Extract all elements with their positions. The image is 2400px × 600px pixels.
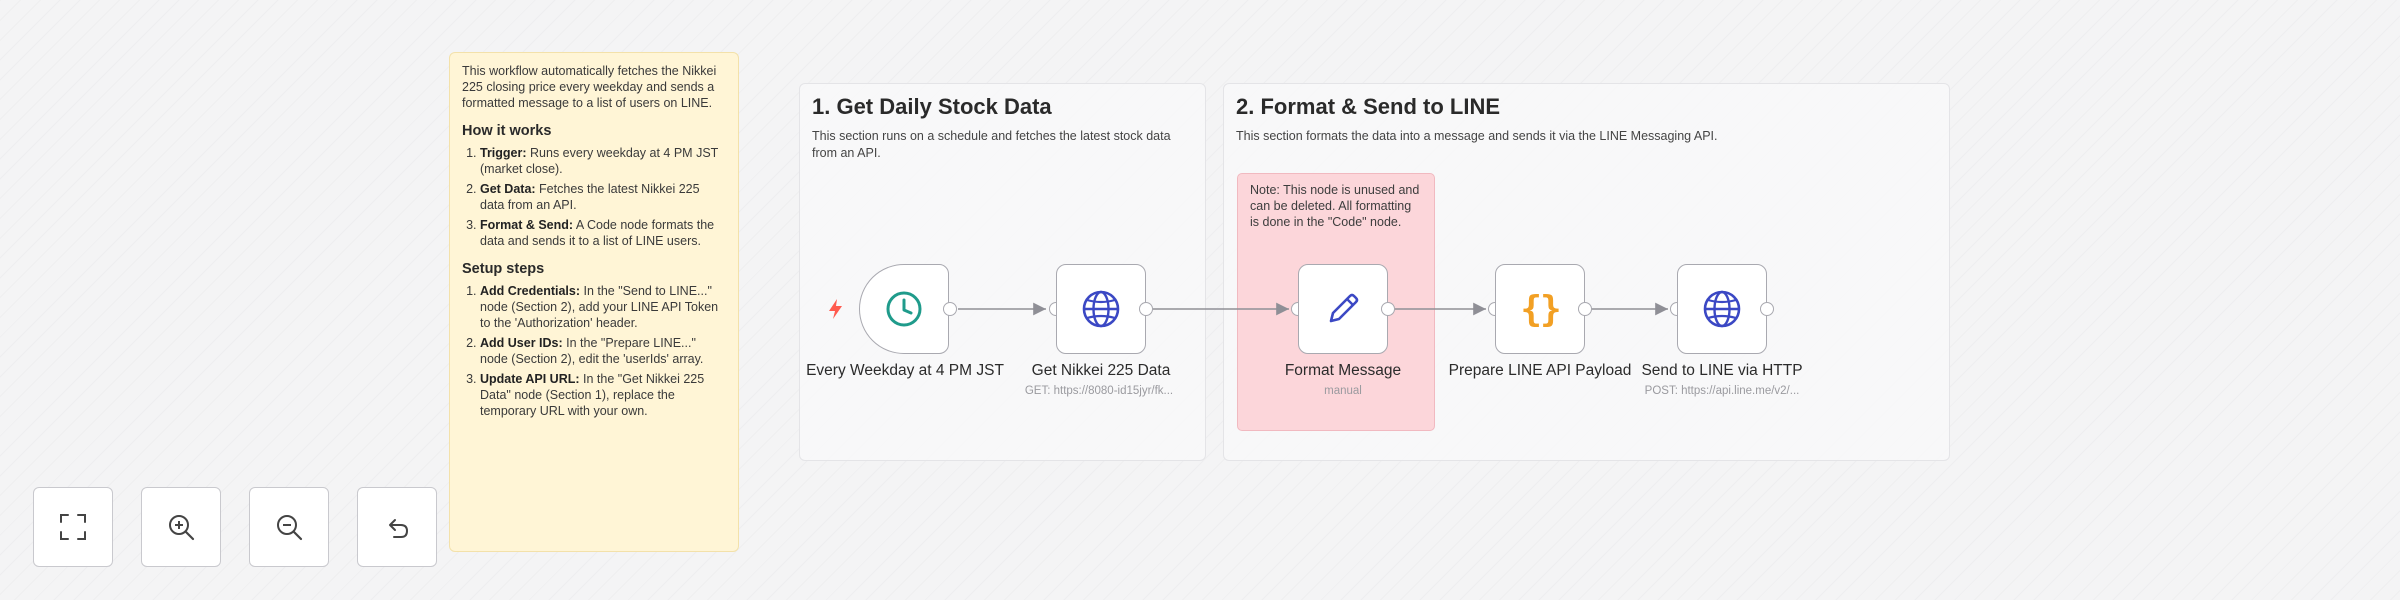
section-title: 1. Get Daily Stock Data — [812, 94, 1052, 119]
setup-step: Add Credentials: In the "Send to LINE...… — [480, 283, 726, 331]
output-port[interactable] — [1760, 302, 1774, 316]
output-port[interactable] — [1139, 302, 1153, 316]
how-step-text: Runs every weekday at 4 PM JST (market c… — [480, 146, 719, 176]
sticky-note-text: Note: This node is unused and can be del… — [1250, 183, 1420, 229]
section-description: This section formats the data into a mes… — [1236, 129, 1718, 143]
sticky-intro: This workflow automatically fetches the … — [462, 64, 717, 110]
node-label: Send to LINE via HTTP — [1641, 362, 1803, 379]
output-port[interactable] — [1578, 302, 1592, 316]
node-label: Prepare LINE API Payload — [1448, 362, 1632, 379]
node-subtitle: POST: https://api.line.me/v2/... — [1644, 385, 1800, 397]
pencil-icon — [1329, 293, 1359, 323]
code-braces-icon: {} — [1520, 288, 1561, 330]
node-label: Format Message — [1284, 362, 1402, 379]
how-step-text: A Code node formats the data and sends i… — [480, 218, 715, 248]
globe-icon — [1082, 290, 1120, 328]
how-it-works-list: Trigger: Runs every weekday at 4 PM JST … — [462, 145, 726, 249]
node-format-message[interactable] — [1298, 264, 1388, 354]
output-port[interactable] — [1381, 302, 1395, 316]
node-every-weekday-trigger[interactable] — [859, 264, 949, 354]
node-send-to-line[interactable] — [1677, 264, 1767, 354]
section-title: 2. Format & Send to LINE — [1236, 94, 1501, 119]
fit-view-icon — [60, 514, 86, 540]
clock-icon — [886, 291, 922, 327]
node-prepare-line-payload[interactable]: {} — [1495, 264, 1585, 354]
globe-icon — [1703, 290, 1741, 328]
section-description: This section runs on a schedule and fetc… — [812, 129, 1171, 160]
node-label: Get Nikkei 225 Data — [1031, 362, 1171, 379]
how-step: Get Data: Fetches the latest Nikkei 225 … — [480, 181, 726, 213]
node-label: Every Weekday at 4 PM JST — [806, 362, 1004, 379]
how-step: Trigger: Runs every weekday at 4 PM JST … — [480, 145, 726, 177]
how-step-bold: Format & Send: — [480, 218, 574, 232]
zoom-in-button[interactable] — [141, 487, 221, 567]
setup-step-bold: Update API URL: — [480, 372, 580, 386]
setup-step-bold: Add Credentials: — [480, 284, 581, 298]
node-get-nikkei-data[interactable] — [1056, 264, 1146, 354]
setup-step: Add User IDs: In the "Prepare LINE..." n… — [480, 335, 726, 367]
setup-step-text: In the "Prepare LINE..." node (Section 2… — [480, 336, 704, 366]
setup-step-bold: Add User IDs: — [480, 336, 563, 350]
how-it-works-heading: How it works — [462, 123, 552, 139]
node-subtitle: GET: https://8080-id15jyr/fk... — [1024, 385, 1174, 397]
reset-zoom-icon — [389, 519, 409, 538]
output-port[interactable] — [943, 302, 957, 316]
how-step-bold: Get Data: — [480, 182, 536, 196]
how-step-text: Fetches the latest Nikkei 225 data from … — [480, 182, 700, 212]
fit-view-button[interactable] — [33, 487, 113, 567]
zoom-in-icon — [169, 515, 195, 541]
setup-steps-list: Add Credentials: In the "Send to LINE...… — [462, 283, 726, 419]
how-step: Format & Send: A Code node formats the d… — [480, 217, 726, 249]
how-step-bold: Trigger: — [480, 146, 527, 160]
zoom-out-button[interactable] — [249, 487, 329, 567]
setup-step-text: In the "Get Nikkei 225 Data" node (Secti… — [480, 372, 705, 418]
setup-step-text: In the "Send to LINE..." node (Section 2… — [480, 284, 719, 330]
setup-steps-heading: Setup steps — [462, 261, 545, 277]
reset-zoom-button[interactable] — [357, 487, 437, 567]
setup-step: Update API URL: In the "Get Nikkei 225 D… — [480, 371, 726, 419]
node-subtitle: manual — [1324, 385, 1362, 397]
zoom-out-icon — [277, 515, 303, 541]
sticky-note-overview[interactable]: This workflow automatically fetches the … — [449, 52, 739, 552]
trigger-bolt-icon — [826, 298, 846, 325]
